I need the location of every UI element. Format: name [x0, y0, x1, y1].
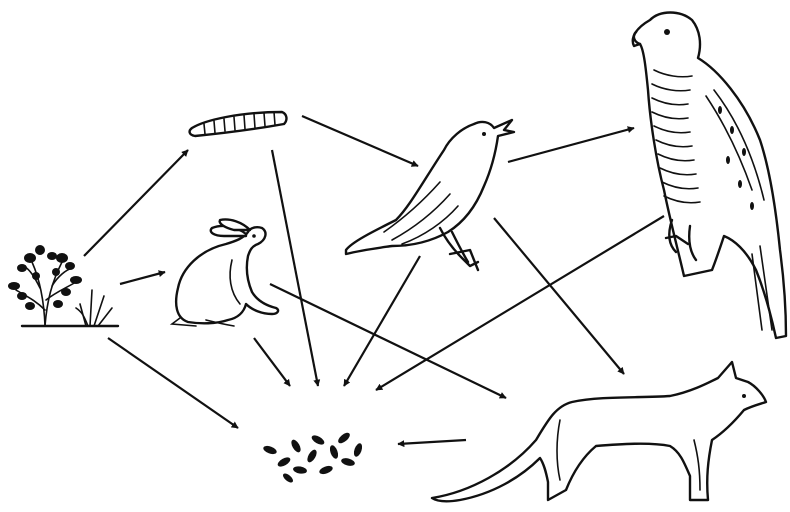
- caterpillar-icon: [190, 112, 287, 136]
- arrow-hare-to-fox: [270, 284, 506, 398]
- hare-icon: [172, 219, 278, 326]
- arrow-plants-to-hare: [120, 272, 165, 284]
- arrow-fox-to-decomposers: [398, 440, 466, 444]
- arrow-caterpillar-to-songbird: [302, 116, 418, 166]
- arrow-songbird-to-hawk: [508, 128, 634, 162]
- arrow-songbird-to-decomposers: [344, 256, 420, 386]
- hawk-icon: [633, 13, 786, 339]
- arrows-layer: [84, 116, 664, 444]
- songbird-icon: [346, 120, 514, 270]
- arrow-plants-to-decomposers: [108, 338, 238, 428]
- plants-icon: [8, 245, 118, 326]
- decomposers-icon: [262, 431, 363, 484]
- fox-icon: [432, 362, 766, 501]
- arrow-caterpillar-to-decomposers: [272, 150, 318, 386]
- arrow-songbird-to-fox: [494, 218, 624, 374]
- arrow-hare-to-decomposers: [254, 338, 290, 386]
- arrow-plants-to-caterpillar: [84, 150, 188, 256]
